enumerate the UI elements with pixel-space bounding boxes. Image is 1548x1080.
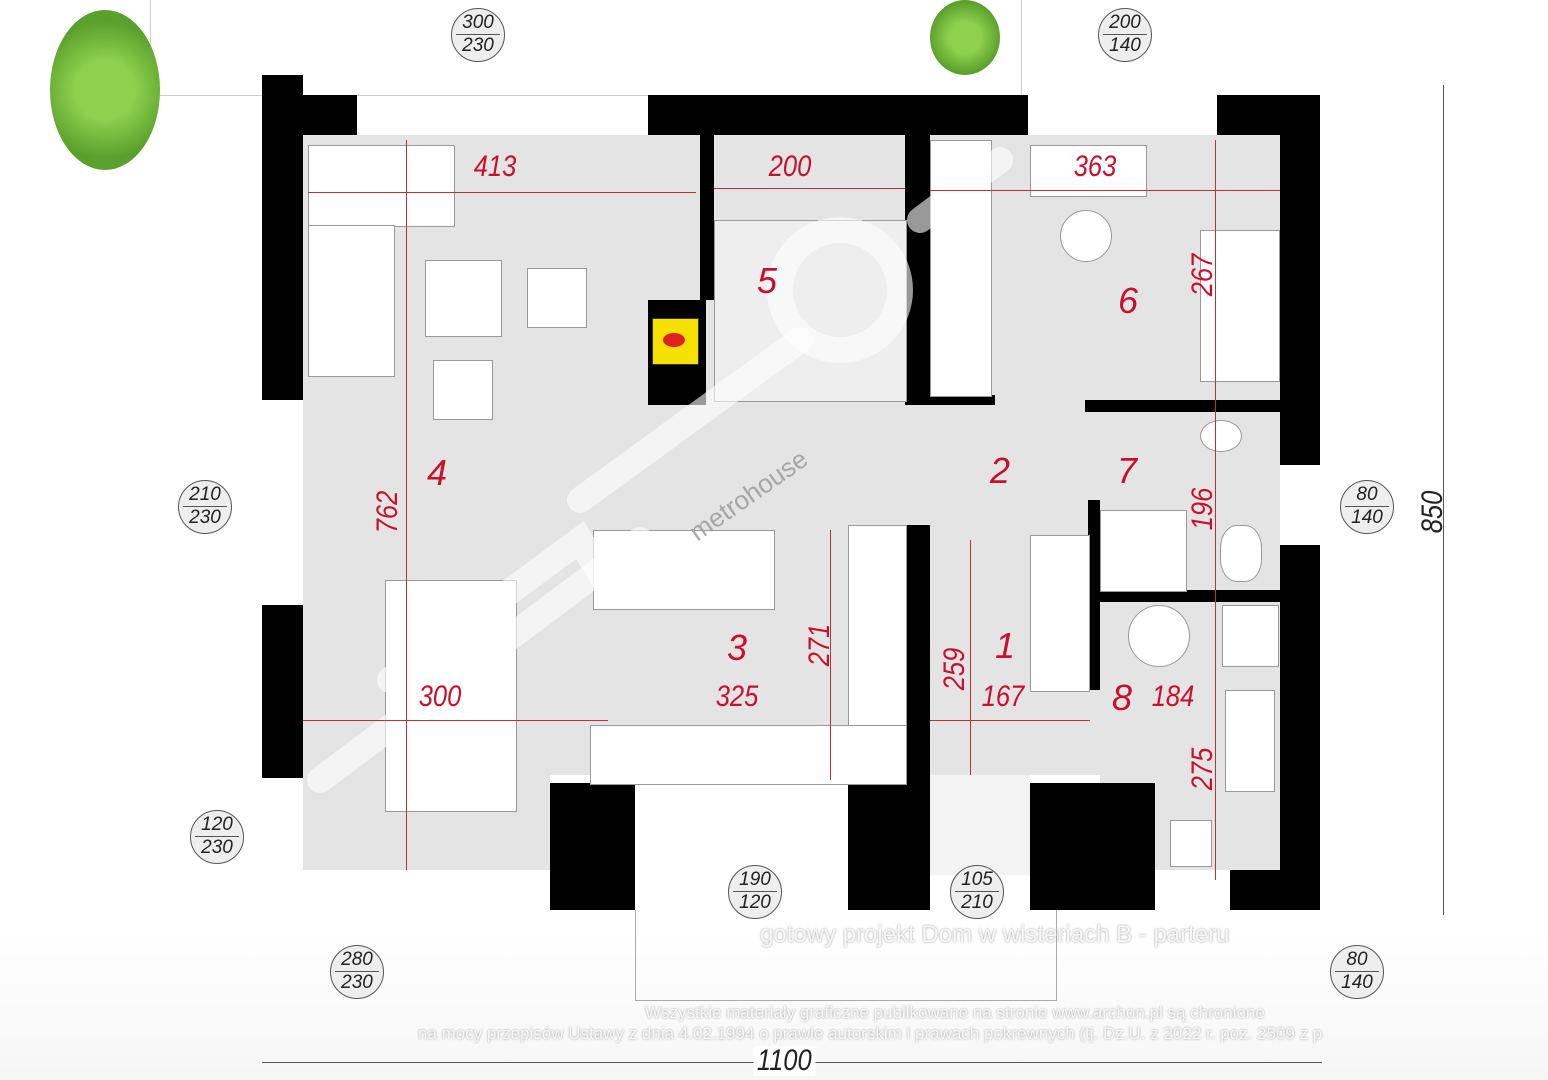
washer xyxy=(1128,605,1190,667)
total-height-line xyxy=(1443,85,1444,915)
room-number: 7 xyxy=(1117,450,1138,491)
footer-legal: na mocy przepisów Ustawy z dnia 4.02.199… xyxy=(418,1024,1323,1043)
dimension-line xyxy=(830,530,831,780)
dimension-label: 275 xyxy=(1186,747,1220,791)
dimension-line xyxy=(714,188,905,189)
wall xyxy=(1280,545,1320,910)
sofa xyxy=(308,225,395,377)
room-number: 1 xyxy=(995,625,1016,666)
pouf xyxy=(433,360,493,420)
wall xyxy=(848,783,930,910)
wall xyxy=(1030,783,1155,910)
dimension-line xyxy=(303,720,608,721)
wall xyxy=(1230,870,1320,910)
dimension-line xyxy=(308,192,696,193)
watermark-logo xyxy=(307,147,1013,793)
sofa xyxy=(308,145,455,227)
wall xyxy=(262,605,303,778)
dimension-label: 363 xyxy=(1073,150,1117,183)
dimension-label: 184 xyxy=(1151,680,1195,713)
wall xyxy=(1088,590,1280,602)
radiator xyxy=(1225,690,1275,792)
dimension-label: 762 xyxy=(371,490,405,534)
dimension-line xyxy=(970,540,971,775)
dimension-label: 300 xyxy=(418,680,462,713)
toilet xyxy=(1060,210,1112,262)
room-number: 2 xyxy=(990,450,1011,491)
dimension-line xyxy=(1215,140,1216,880)
total-width-label: 1100 xyxy=(753,1046,816,1076)
kitchen-counter xyxy=(848,525,907,727)
footer-title: gotowy projekt Dom w wisteriach B - part… xyxy=(760,921,1230,948)
dimension-label: 167 xyxy=(981,680,1025,713)
desk xyxy=(1030,145,1147,197)
dimension-label: 200 xyxy=(768,150,812,183)
entrance-steps xyxy=(635,910,1057,1001)
wall xyxy=(1085,400,1280,412)
room-number: 4 xyxy=(427,452,448,493)
fireplace-icon xyxy=(652,318,699,365)
armchair xyxy=(425,260,502,337)
dimension-line xyxy=(930,720,1090,721)
wall xyxy=(648,95,1028,135)
sink xyxy=(1200,420,1242,452)
wall xyxy=(262,95,357,135)
footer-copyright: Wszystkie materiały graficzne publikowan… xyxy=(645,1003,1265,1022)
room-floor xyxy=(930,775,1030,875)
wall xyxy=(550,783,635,910)
plant xyxy=(930,0,1000,75)
room-number: 8 xyxy=(1112,677,1133,718)
total-height-label: 850 xyxy=(1416,490,1450,534)
room-number: 6 xyxy=(1118,280,1139,321)
wall xyxy=(1280,95,1320,465)
closet xyxy=(1030,535,1090,692)
sink xyxy=(1170,820,1212,867)
kitchen-island xyxy=(593,530,775,610)
dimension-label: 413 xyxy=(473,150,517,183)
wall xyxy=(700,135,714,300)
coffee-table xyxy=(527,268,587,328)
dimension-line xyxy=(930,190,1280,191)
kitchen-counter xyxy=(590,725,907,785)
bed xyxy=(1200,230,1280,382)
room-number: 5 xyxy=(757,260,778,301)
boiler xyxy=(1222,605,1279,667)
dimension-line xyxy=(406,140,407,870)
dimension-label: 259 xyxy=(938,647,972,691)
wall xyxy=(905,395,995,405)
room-number: 3 xyxy=(727,627,748,668)
dimension-label: 196 xyxy=(1186,487,1220,531)
dimension-label: 267 xyxy=(1186,253,1220,297)
dimension-label: 325 xyxy=(715,680,759,713)
toilet xyxy=(1220,525,1262,582)
plant xyxy=(50,10,160,170)
shower xyxy=(1100,510,1187,592)
dimension-label: 271 xyxy=(803,623,837,667)
